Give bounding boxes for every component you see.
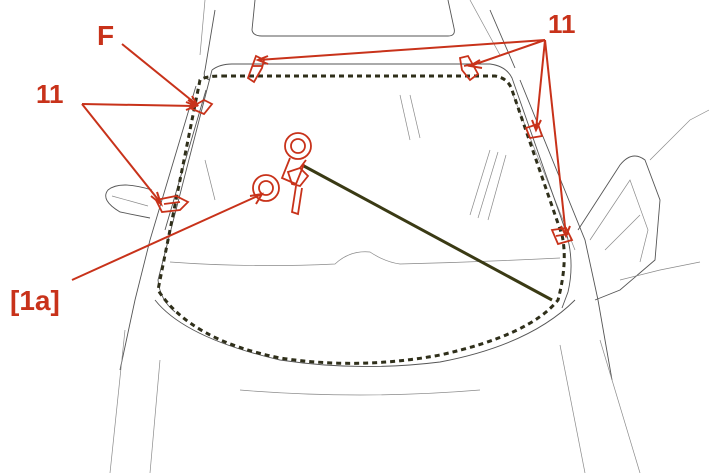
retaining-clip-icon (246, 54, 266, 84)
cutting-cord (301, 163, 553, 302)
car-body-outline (105, 0, 709, 473)
callout-suction-cup: [1a] (10, 285, 60, 316)
callout-clips-right: 11 (548, 9, 576, 39)
callout-clips-left: 11 (36, 79, 64, 109)
cutting-tool-icon (286, 159, 310, 216)
windshield-glass (157, 63, 572, 313)
suction-cup-icon (252, 174, 280, 202)
suction-cup-icon (280, 132, 312, 186)
retaining-clip-icon (187, 98, 214, 116)
retaining-clip-icon (154, 195, 190, 213)
leader-lines (71, 39, 571, 281)
seal-cut-path (156, 74, 566, 365)
callout-f: F (97, 20, 114, 51)
